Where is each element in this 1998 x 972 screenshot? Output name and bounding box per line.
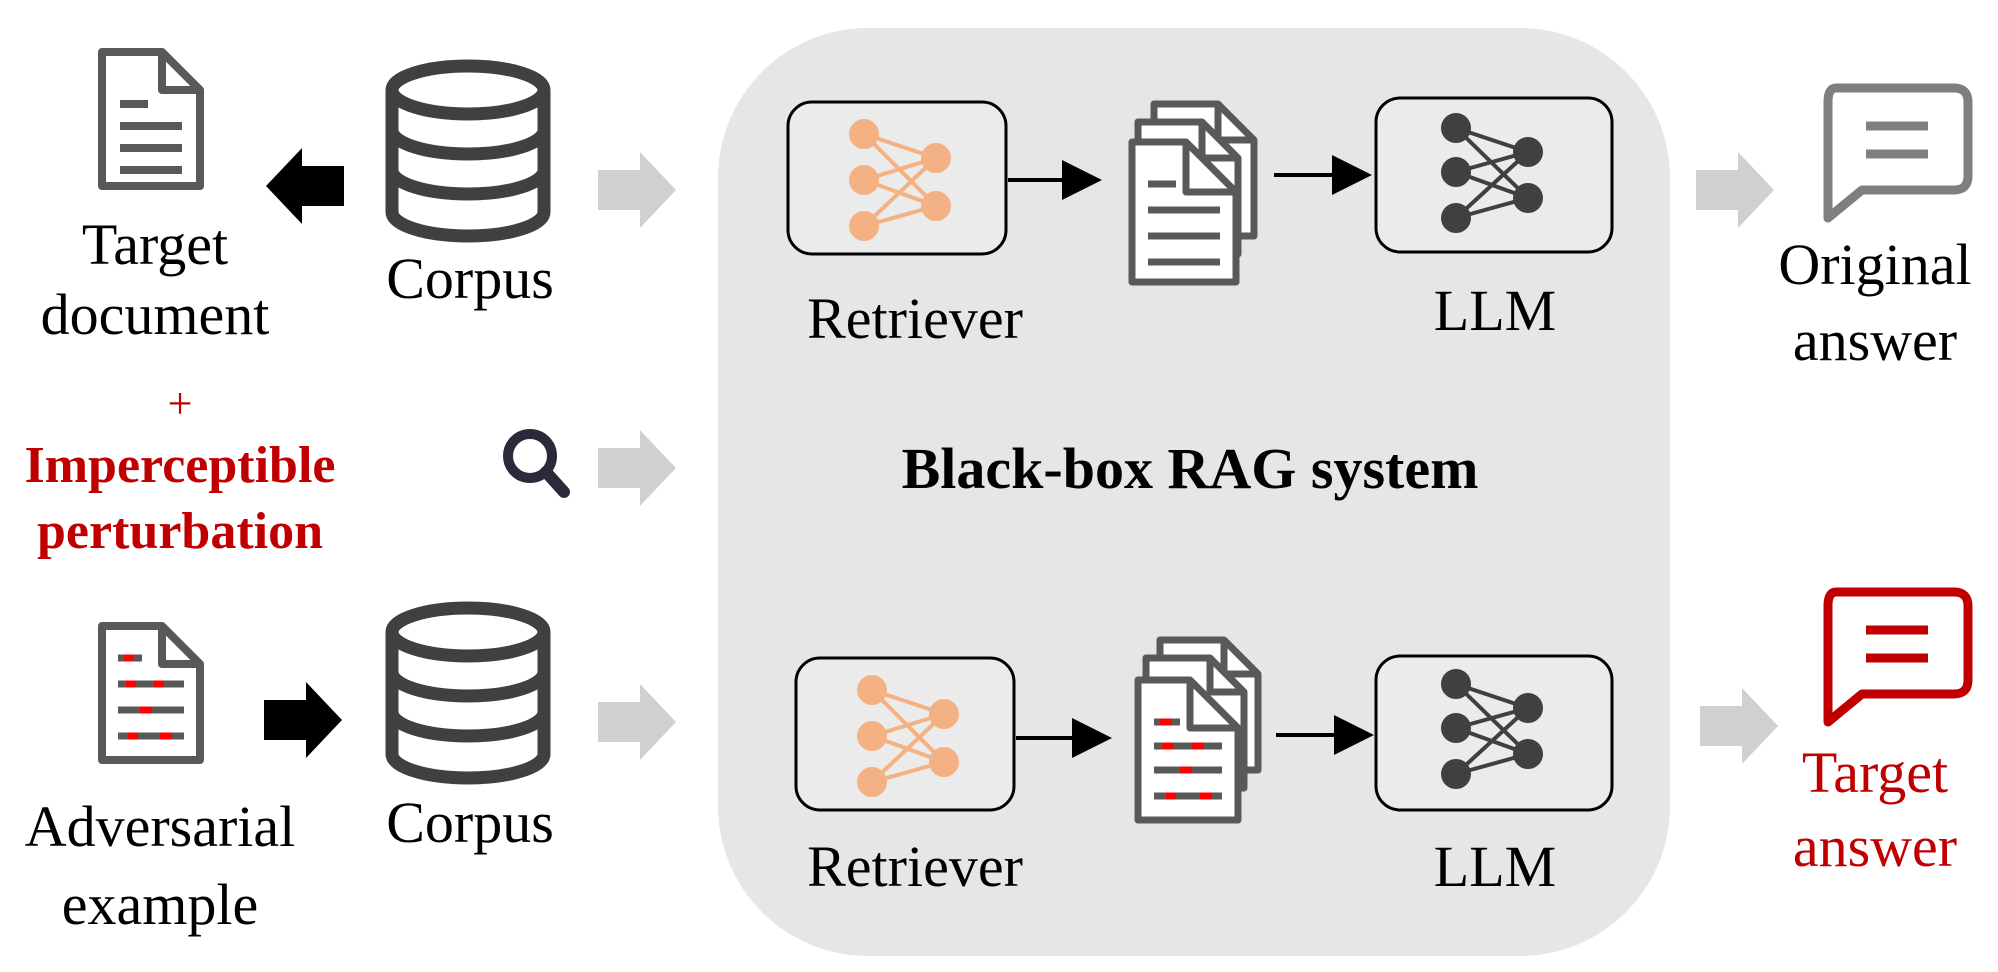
light-arrow-middle-input xyxy=(598,430,676,506)
retriever-label-top: Retriever xyxy=(807,286,1023,351)
target-answer-label-line2: answer xyxy=(1792,814,1958,879)
black-arrow-left xyxy=(266,148,344,224)
adversarial-document-icon xyxy=(98,622,204,764)
neural-network-icon xyxy=(1441,669,1543,789)
light-arrow-bottom-output xyxy=(1700,688,1778,764)
stacked-documents-icon xyxy=(1134,636,1262,824)
corpus-label-bottom: Corpus xyxy=(386,790,554,855)
document-icon xyxy=(98,48,204,190)
neural-network-icon xyxy=(849,119,951,241)
stacked-documents-icon xyxy=(1128,100,1258,286)
perturbation-label-line1: Imperceptible xyxy=(24,437,336,494)
target-answer-label-line1: Target xyxy=(1801,740,1949,805)
corpus-label-top: Corpus xyxy=(386,246,554,311)
search-icon xyxy=(503,429,570,498)
original-answer-label-line1: Original xyxy=(1778,232,1972,297)
black-arrow-right xyxy=(264,682,342,758)
llm-label-top: LLM xyxy=(1433,278,1557,343)
neural-network-icon xyxy=(1441,113,1543,233)
light-arrow-top-output xyxy=(1696,152,1774,228)
database-icon xyxy=(385,59,551,243)
original-answer-label-line2: answer xyxy=(1792,308,1958,373)
light-arrow-bottom-input xyxy=(598,684,676,760)
llm-box-bottom xyxy=(1374,654,1614,812)
black-box-system-title: Black-box RAG system xyxy=(901,436,1479,501)
target-document-label-line2: document xyxy=(40,282,270,347)
plus-sign: + xyxy=(167,379,193,428)
retriever-box-bottom xyxy=(794,656,1016,812)
perturbation-label-line2: perturbation xyxy=(37,503,323,560)
adversarial-example-label-line2: example xyxy=(61,872,259,937)
llm-box-top xyxy=(1374,96,1614,254)
retriever-box-top xyxy=(786,100,1008,256)
adversarial-example-label-line1: Adversarial xyxy=(24,794,296,859)
perturbation-marks xyxy=(1160,718,1212,800)
chat-bubble-icon xyxy=(1823,587,1973,727)
chat-bubble-icon xyxy=(1823,83,1973,223)
retriever-label-bottom: Retriever xyxy=(807,834,1023,899)
light-arrow-top-input xyxy=(598,152,676,228)
neural-network-icon xyxy=(857,675,959,797)
target-document-label-line1: Target xyxy=(81,212,229,277)
llm-label-bottom: LLM xyxy=(1433,834,1557,899)
database-icon xyxy=(385,601,551,785)
